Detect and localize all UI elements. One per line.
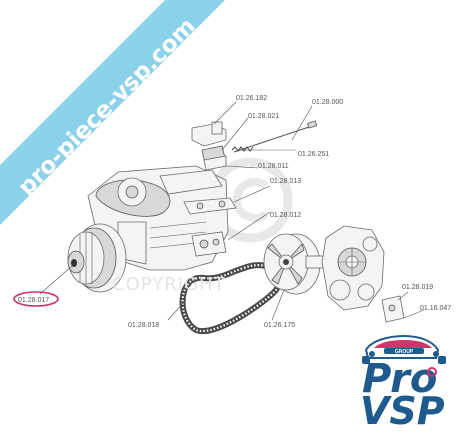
drive-pulley	[67, 223, 127, 293]
middle-brackets	[183, 197, 237, 257]
label-01-28-018: 01.28.018	[128, 322, 159, 329]
part-labels: 01.26.182 01.28.000 01.28.021 01.26.251 …	[18, 95, 451, 329]
label-01-28-000: 01.28.000	[312, 99, 343, 106]
label-01-28-017: 01.28.017	[18, 297, 49, 304]
gearbox-variator	[321, 225, 385, 311]
copyright-text: COPYRIGHT	[112, 274, 225, 295]
logo-dot-icon	[427, 367, 437, 377]
label-01-16-047: 01.16.047	[420, 305, 451, 312]
leader-lines	[39, 101, 425, 321]
label-01-28-019: 01.28.019	[402, 284, 433, 291]
drive-belt	[179, 262, 282, 335]
small-bracket	[381, 295, 405, 323]
driven-pulley	[263, 233, 329, 295]
top-brackets	[191, 121, 227, 171]
label-01-28-013: 01.28.013	[270, 178, 301, 185]
logo-vsp-text: VSP	[360, 389, 445, 433]
label-01-26-182: 01.26.182	[236, 95, 267, 102]
cable-spring	[231, 120, 318, 153]
logo-pro-text: Pro	[362, 356, 437, 402]
provsp-logo: GROUP Pro VSP	[360, 334, 446, 433]
label-01-26-251: 01.26.251	[298, 151, 329, 158]
label-01-28-011: 01.28.011	[258, 163, 289, 170]
logo-badge: GROUP	[395, 349, 414, 355]
banner-ribbon	[0, 0, 225, 225]
car-icon: GROUP	[362, 334, 446, 364]
label-01-28-012: 01.28.012	[270, 212, 301, 219]
label-01-28-021: 01.28.021	[248, 113, 279, 120]
highlight-ellipse	[13, 291, 59, 307]
label-01-26-175: 01.26.175	[264, 322, 295, 329]
